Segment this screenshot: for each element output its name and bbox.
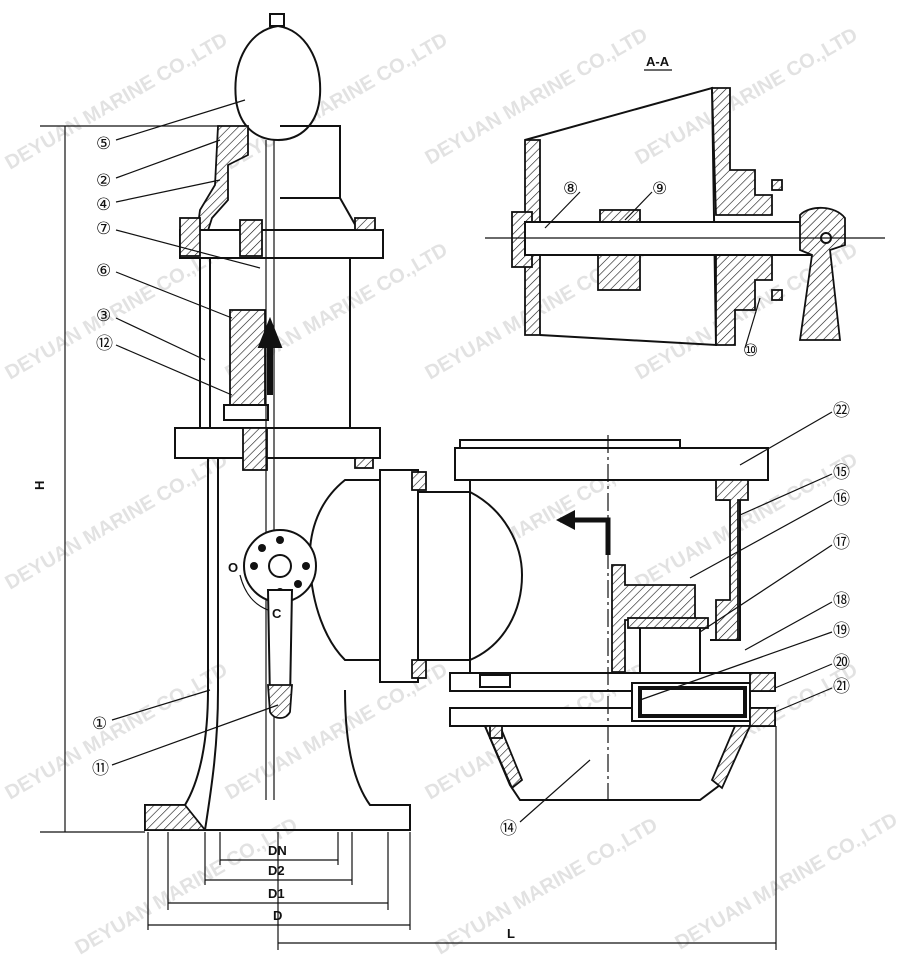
outlet-connection xyxy=(379,469,524,683)
callout-4: ④ xyxy=(96,195,111,215)
section-label: A-A xyxy=(646,54,670,69)
svg-text:DEYUAN MARINE CO.,LTD: DEYUAN MARINE CO.,LTD xyxy=(2,659,232,805)
callout-9: ⑨ xyxy=(652,179,667,199)
callout-2: ② xyxy=(96,171,111,191)
section-a-a: A-A xyxy=(485,54,885,347)
handwheel[interactable]: O C xyxy=(228,529,317,719)
svg-text:DEYUAN MARINE CO.,LTD: DEYUAN MARINE CO.,LTD xyxy=(672,809,900,955)
svg-text:DEYUAN MARINE CO.,LTD: DEYUAN MARINE CO.,LTD xyxy=(2,449,232,595)
callouts: ⑤ ② ④ ⑦ ⑥ ③ ⑫ ① ⑪ ⑧ ⑨ ⑩ ㉒ ⑮ ⑯ ⑰ ⑱ ⑲ ⑳ ㉑ … xyxy=(92,134,850,839)
callout-14: ⑭ xyxy=(500,819,517,839)
callout-19: ⑲ xyxy=(833,621,850,641)
svg-text:DEYUAN MARINE CO.,LTD: DEYUAN MARINE CO.,LTD xyxy=(632,24,862,170)
callout-16: ⑯ xyxy=(833,489,850,509)
callout-22: ㉒ xyxy=(833,401,850,421)
dim-dn: DN xyxy=(268,843,287,858)
dim-d1: D1 xyxy=(268,886,285,901)
svg-text:DEYUAN MARINE CO.,LTD: DEYUAN MARINE CO.,LTD xyxy=(432,814,662,960)
callout-3: ③ xyxy=(96,306,111,326)
callout-20: ⑳ xyxy=(833,653,850,673)
callout-12: ⑫ xyxy=(96,334,113,354)
callout-leaders xyxy=(111,99,833,823)
svg-text:DEYUAN MARINE CO.,LTD: DEYUAN MARINE CO.,LTD xyxy=(2,239,232,385)
callout-11: ⑪ xyxy=(92,759,109,779)
open-mark: O xyxy=(228,560,238,575)
callout-18: ⑱ xyxy=(833,591,850,611)
callout-15: ⑮ xyxy=(833,463,850,483)
dim-h: H xyxy=(32,481,47,490)
dim-d2: D2 xyxy=(268,863,285,878)
dim-l: L xyxy=(507,926,515,941)
right-valve xyxy=(449,435,776,805)
hydrant-body xyxy=(144,13,411,831)
callout-6: ⑥ xyxy=(96,261,111,281)
dimension-lines: H DN D2 D1 D L xyxy=(32,125,777,950)
callout-10: ⑩ xyxy=(743,341,758,361)
callout-7: ⑦ xyxy=(96,219,111,239)
callout-8: ⑧ xyxy=(563,179,578,199)
svg-text:DEYUAN MARINE CO.,LTD: DEYUAN MARINE CO.,LTD xyxy=(2,29,232,175)
callout-1: ① xyxy=(92,714,107,734)
callout-17: ⑰ xyxy=(833,533,850,553)
callout-5: ⑤ xyxy=(96,134,111,154)
dim-d: D xyxy=(273,908,282,923)
close-mark: C xyxy=(272,606,282,621)
callout-21: ㉑ xyxy=(833,677,850,697)
